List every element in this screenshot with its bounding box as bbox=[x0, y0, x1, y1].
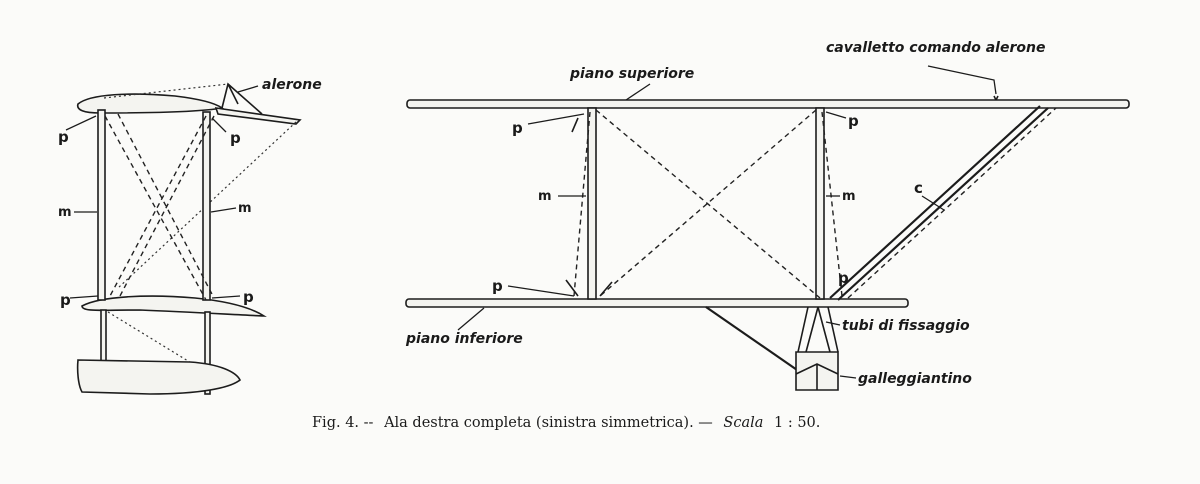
caption-scala-value: 1 : 50. bbox=[774, 415, 820, 431]
front-bracing bbox=[573, 109, 843, 299]
side-p-upper-left-leader bbox=[65, 115, 97, 131]
front-c-label: c bbox=[914, 179, 923, 197]
front-p-upper-left-leader bbox=[527, 113, 585, 125]
side-p-upper-right-leader bbox=[211, 117, 227, 133]
front-float-keel bbox=[795, 363, 839, 390]
outer-wire bbox=[847, 107, 1057, 299]
piano-inferiore-label: piano inferiore bbox=[405, 331, 523, 347]
aileron bbox=[214, 107, 302, 125]
front-strut-outer bbox=[815, 107, 825, 300]
cavalletto-label: cavalletto comando alerone bbox=[826, 40, 1045, 56]
aileron-cable bbox=[103, 83, 229, 99]
side-p-lower-right: p bbox=[243, 288, 254, 306]
fixing-strut-oblique bbox=[705, 306, 801, 373]
side-m-right: m bbox=[238, 201, 252, 216]
cavalletto-horn bbox=[993, 95, 999, 101]
galleggiantino-leader bbox=[839, 375, 857, 379]
side-m-right-leader bbox=[210, 207, 237, 213]
side-p-lower-left: p bbox=[60, 291, 71, 309]
caption-fig: Fig. 4. -- bbox=[312, 415, 374, 431]
front-c-leader bbox=[921, 195, 945, 211]
side-strut-rear bbox=[202, 111, 211, 301]
galleggiantino-label: galleggiantino bbox=[858, 371, 972, 387]
front-p-upper-right: p bbox=[848, 112, 859, 130]
side-p-upper-right: p bbox=[230, 129, 241, 147]
piano-superiore-leader bbox=[625, 83, 651, 101]
lower-fitting bbox=[565, 279, 613, 297]
outer-strut-c bbox=[829, 105, 1049, 301]
front-p-lower-right: p bbox=[838, 269, 849, 287]
piano-inferiore-leader bbox=[457, 307, 485, 331]
alerone-leader bbox=[237, 85, 259, 93]
upper-plane bbox=[406, 99, 1130, 109]
figure-caption: Fig. 4. -- Ala destra completa (sinistra… bbox=[312, 415, 820, 431]
upper-fitting bbox=[571, 117, 579, 133]
side-strut-front bbox=[97, 109, 106, 301]
tubi-leader bbox=[825, 321, 841, 326]
side-p-lower-left-leader bbox=[69, 295, 99, 299]
front-strut-inner bbox=[587, 107, 597, 300]
front-p-lower-left-leader bbox=[507, 285, 575, 297]
caption-scala-word: Scala bbox=[723, 415, 763, 431]
front-p-upper-left: p bbox=[512, 119, 523, 137]
fixing-tubes bbox=[797, 306, 839, 353]
lower-plane bbox=[405, 298, 909, 308]
side-bracing bbox=[104, 113, 215, 301]
caption-text: Ala destra completa (sinistra simmetrica… bbox=[383, 415, 713, 431]
lower-wing-profile bbox=[81, 295, 267, 317]
front-m-left: m bbox=[538, 189, 552, 204]
side-p-lower-right-leader bbox=[211, 295, 241, 299]
side-p-upper-left: p bbox=[58, 128, 69, 146]
side-float-strut-b bbox=[204, 311, 211, 395]
side-m-left: m bbox=[58, 205, 72, 220]
upper-wing-profile bbox=[76, 93, 225, 114]
aileron-horn bbox=[221, 82, 263, 115]
piano-superiore-label: piano superiore bbox=[569, 66, 694, 82]
cavalletto-leader bbox=[927, 65, 997, 95]
front-p-upper-right-leader bbox=[825, 111, 847, 119]
tubi-label: tubi di fissaggio bbox=[842, 318, 970, 334]
side-view: alerone p p m m p p bbox=[58, 77, 322, 395]
front-view: cavalletto comando alerone piano superio… bbox=[405, 40, 1130, 391]
front-p-lower-left: p bbox=[492, 277, 503, 295]
side-float bbox=[76, 359, 242, 395]
front-m-right: m bbox=[842, 189, 856, 204]
alerone-label: alerone bbox=[262, 77, 322, 93]
